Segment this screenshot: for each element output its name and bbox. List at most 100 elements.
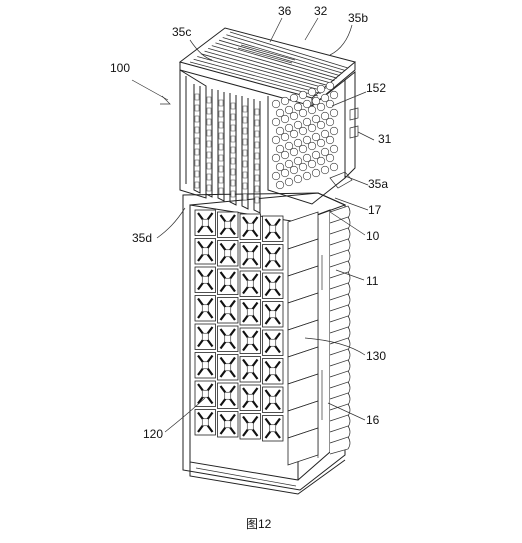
tube-slot [194, 137, 200, 145]
heat-sink-fins [329, 205, 351, 455]
tube-slot [230, 190, 236, 198]
grid-cell [194, 209, 216, 236]
slat [222, 37, 343, 74]
tube-slot [242, 127, 248, 135]
grid-cell [217, 240, 239, 267]
cell [280, 96, 290, 106]
cell [311, 114, 321, 124]
tube-slot [194, 148, 200, 156]
grid-cell [262, 244, 284, 271]
grid-cell [239, 384, 261, 411]
tube-slot [254, 130, 260, 138]
grid-cell [217, 268, 239, 295]
label-152: 152 [366, 81, 386, 95]
tube-slot [194, 159, 200, 167]
tube-slot [206, 140, 212, 148]
slat [197, 56, 324, 92]
cell [329, 162, 339, 172]
slat [189, 61, 319, 97]
cell [289, 165, 299, 175]
grid-cell [217, 211, 239, 238]
cell [289, 93, 299, 103]
label-16: 16 [366, 413, 380, 427]
cell [316, 156, 326, 166]
cell [320, 93, 330, 103]
slat [208, 47, 332, 84]
cell [271, 99, 281, 109]
grid-cell [194, 352, 216, 379]
cell [293, 120, 303, 130]
tube-slot [194, 170, 200, 178]
tube [229, 93, 237, 206]
tube-slot [242, 138, 248, 146]
grid-cell [262, 215, 284, 242]
tube-slot [206, 107, 212, 115]
cell [293, 138, 303, 148]
slat [211, 45, 335, 82]
tube-slot [242, 171, 248, 179]
grid-cell [239, 327, 261, 354]
tube-slot [218, 99, 224, 107]
tube-slot [194, 181, 200, 189]
cell [325, 117, 335, 127]
tube-slot [206, 129, 212, 137]
tube-slot [194, 93, 200, 101]
cell [271, 135, 281, 145]
label-31: 31 [378, 132, 392, 146]
grid-cell [194, 238, 216, 265]
label-17: 17 [368, 203, 382, 217]
label-35d: 35d [132, 231, 152, 245]
cell [298, 144, 308, 154]
tube-slot [254, 174, 260, 182]
tube-slot [206, 96, 212, 104]
cell [289, 147, 299, 157]
tube [205, 87, 213, 198]
slat [229, 31, 349, 69]
cover-slats [189, 31, 349, 97]
tube-slot [254, 141, 260, 149]
grid-cell [262, 415, 284, 442]
tube-slot [206, 173, 212, 181]
cell [307, 159, 317, 169]
tube-slot [218, 154, 224, 162]
cell [311, 168, 321, 178]
tube [193, 84, 201, 194]
tube-slot [230, 179, 236, 187]
cell [293, 102, 303, 112]
battery-module-grid [194, 209, 284, 442]
tube-slot [254, 185, 260, 193]
cell [307, 141, 317, 151]
cell [302, 99, 312, 109]
grid-cell [217, 325, 239, 352]
grid-cell [217, 297, 239, 324]
tube-slot [194, 115, 200, 123]
cell [316, 84, 326, 94]
tube-slot [206, 184, 212, 192]
tube-slot [230, 168, 236, 176]
tube-slot [218, 121, 224, 129]
cell [271, 171, 281, 181]
grid-cell [194, 323, 216, 350]
slat [204, 50, 330, 87]
cell [316, 102, 326, 112]
tube-slot [218, 132, 224, 140]
cell [284, 141, 294, 151]
grid-cell [194, 295, 216, 322]
cell [329, 126, 339, 136]
side-block [287, 427, 319, 466]
top-cover-assembly [178, 27, 359, 214]
cell [316, 120, 326, 130]
cell [275, 126, 285, 136]
grid-cell [194, 409, 216, 436]
label-130: 130 [366, 349, 386, 363]
cell [280, 150, 290, 160]
grid-cell [239, 413, 261, 440]
label-36: 36 [278, 4, 292, 18]
cell [293, 156, 303, 166]
figure-caption: 图12 [246, 517, 272, 531]
cell [289, 129, 299, 139]
label-120: 120 [143, 427, 163, 441]
tube-slot [230, 113, 236, 121]
tube-slot [206, 151, 212, 159]
cell [329, 108, 339, 118]
